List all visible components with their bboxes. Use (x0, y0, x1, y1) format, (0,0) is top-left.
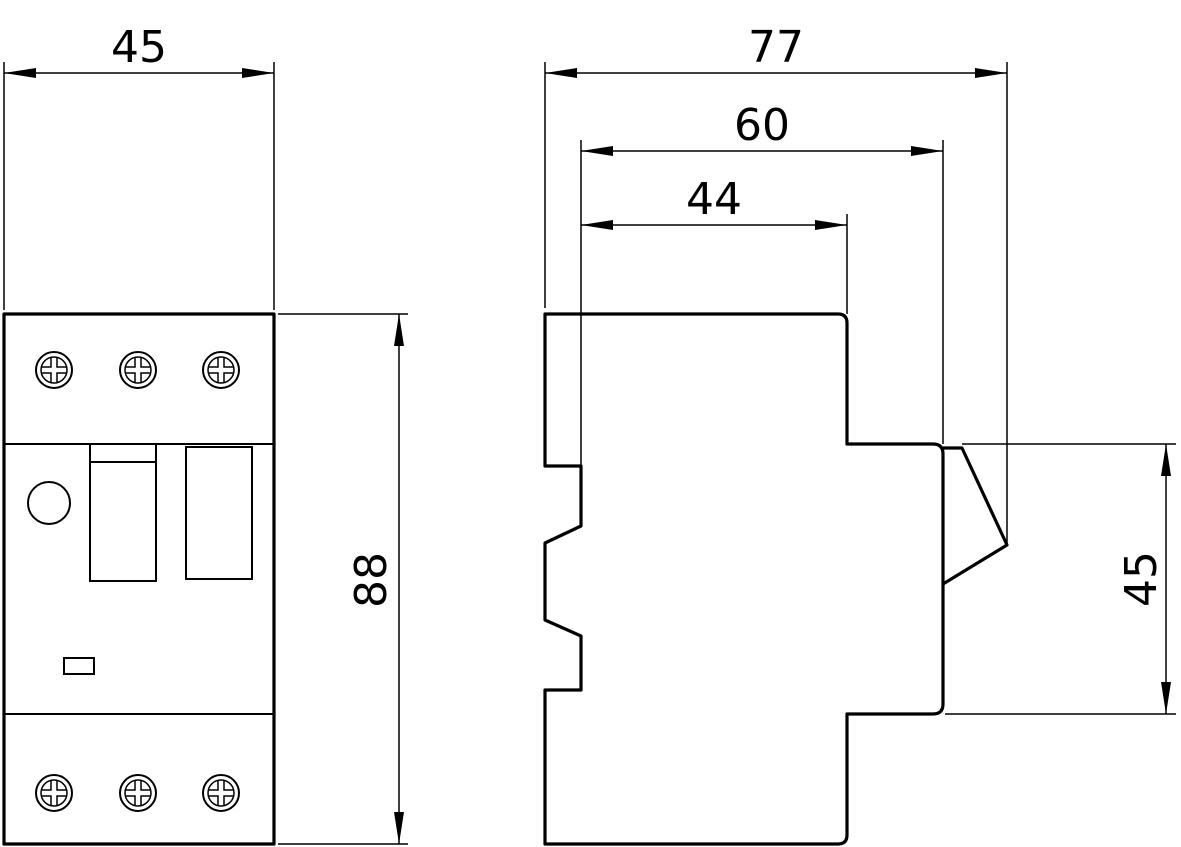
side-total-depth-label: 77 (748, 22, 804, 73)
dimension-front-height: 88 (278, 313, 408, 845)
dimension-side-front-depth: 60 (580, 100, 944, 466)
toggle-handle-right (185, 446, 253, 580)
front-view (2, 312, 276, 846)
front-view-outline (2, 312, 276, 846)
dimension-side-body-depth: 44 (581, 174, 848, 314)
side-view (543, 312, 1009, 846)
front-width-label: 45 (111, 22, 167, 73)
side-front-height-label: 45 (1116, 551, 1167, 607)
side-body-depth-label: 44 (686, 174, 742, 225)
terminal-screw-top-3 (202, 351, 240, 389)
terminal-screw-bottom-1 (35, 774, 73, 812)
side-view-body-outline (543, 312, 945, 846)
dimension-side-total-depth: 77 (544, 22, 1008, 545)
toggle-lever-icon (942, 446, 1009, 586)
terminal-screw-top-2 (119, 351, 157, 389)
front-height-label: 88 (346, 552, 397, 608)
toggle-handle-left (89, 443, 157, 582)
terminal-screw-bottom-3 (202, 774, 240, 812)
indicator-window (63, 657, 95, 675)
side-front-depth-label: 60 (734, 100, 790, 151)
dimension-side-front-height: 45 (945, 443, 1176, 715)
terminal-screw-top-1 (35, 351, 73, 389)
test-button-icon (27, 481, 71, 525)
dimension-front-width: 45 (3, 22, 275, 310)
terminal-screw-bottom-2 (119, 774, 157, 812)
